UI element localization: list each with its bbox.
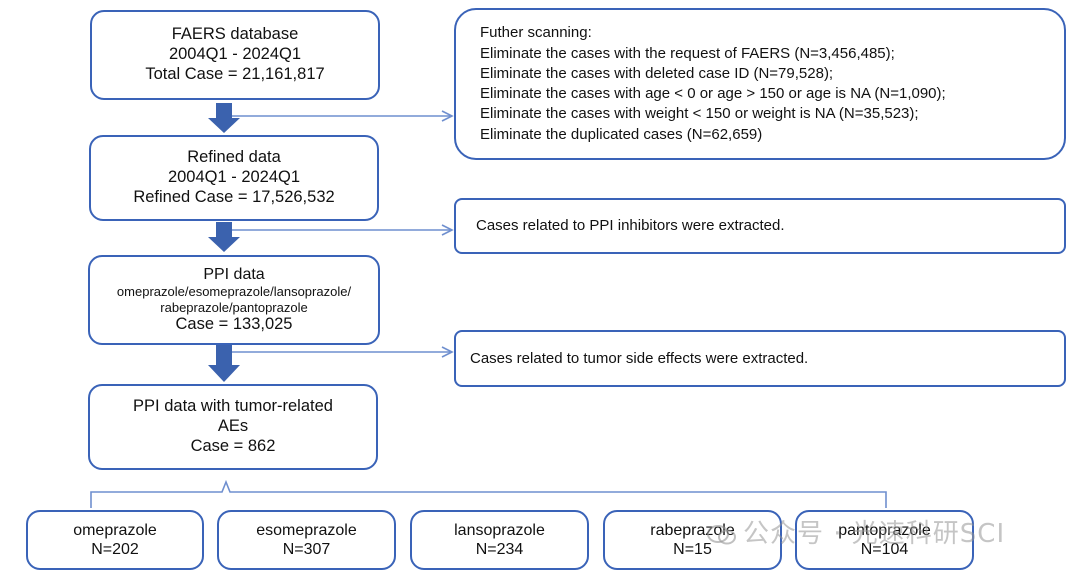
refined-case: Refined Case = 17,526,532 xyxy=(133,187,335,206)
ppi-extraction-text: Cases related to PPI inhibitors were ext… xyxy=(476,217,785,234)
refined-data-box: Refined data 2004Q1 - 2024Q1 Refined Cas… xyxy=(89,135,379,221)
tumor-ae-title: PPI data with tumor-related xyxy=(133,397,333,416)
faers-title: FAERS database xyxy=(171,25,299,44)
down-arrow-2 xyxy=(208,222,240,252)
faers-total-case: Total Case = 21,161,817 xyxy=(145,64,325,83)
faers-database-box: FAERS database 2004Q1 - 2024Q1 Total Cas… xyxy=(90,10,380,100)
scanning-criterion-5: Eliminate the duplicated cases (N=62,659… xyxy=(480,125,763,143)
ppi-drugs-line-1: omeprazole/esomeprazole/lansoprazole/ xyxy=(116,284,352,300)
ppi-drugs-line-2: rabeprazole/pantoprazole xyxy=(160,299,308,315)
tumor-extraction-note: Cases related to tumor side effects were… xyxy=(454,330,1066,387)
further-scanning-box: Futher scanning: Eliminate the cases wit… xyxy=(454,8,1066,160)
drug-count: N=104 xyxy=(860,541,909,558)
faers-period: 2004Q1 - 2024Q1 xyxy=(168,45,302,64)
tumor-ae-case: Case = 862 xyxy=(190,436,276,455)
drug-count: N=15 xyxy=(673,541,712,558)
ppi-data-box: PPI data omeprazole/esomeprazole/lansopr… xyxy=(88,255,380,345)
drug-name: pantoprazole xyxy=(838,521,931,539)
drug-count: N=307 xyxy=(282,541,331,558)
drug-count: N=202 xyxy=(91,541,139,558)
drug-box-lansoprazole: lansoprazole N=234 xyxy=(410,510,589,570)
down-arrow-1 xyxy=(208,103,240,133)
scanning-criterion-2: Eliminate the cases with deleted case ID… xyxy=(480,64,834,82)
tumor-ae-title-cont: AEs xyxy=(217,417,249,436)
drug-name: lansoprazole xyxy=(454,521,545,539)
drug-box-omeprazole: omeprazole N=202 xyxy=(26,510,204,570)
down-arrow-3 xyxy=(208,345,240,382)
drug-box-rabeprazole: rabeprazole N=15 xyxy=(603,510,782,570)
drug-name: omeprazole xyxy=(73,521,157,539)
drug-count: N=234 xyxy=(475,541,524,558)
scanning-heading: Futher scanning: xyxy=(480,24,592,42)
drug-name: esomeprazole xyxy=(256,521,357,539)
refined-period: 2004Q1 - 2024Q1 xyxy=(167,168,301,187)
drug-box-esomeprazole: esomeprazole N=307 xyxy=(217,510,396,570)
tumor-ae-box: PPI data with tumor-related AEs Case = 8… xyxy=(88,384,378,470)
watermark: 公众号 · 光速科研SCI xyxy=(707,513,1005,550)
scanning-criterion-1: Eliminate the cases with the request of … xyxy=(480,44,895,62)
ppi-title: PPI data xyxy=(203,265,265,283)
split-bracket xyxy=(90,479,887,508)
wechat-logo-icon xyxy=(707,524,736,544)
drug-box-pantoprazole: pantoprazole N=104 xyxy=(795,510,974,570)
tumor-extraction-text: Cases related to tumor side effects were… xyxy=(470,349,809,367)
refined-title: Refined data xyxy=(187,148,281,167)
scanning-criterion-4: Eliminate the cases with weight < 150 or… xyxy=(480,105,919,123)
scanning-criterion-3: Eliminate the cases with age < 0 or age … xyxy=(480,85,946,102)
ppi-case: Case = 133,025 xyxy=(175,315,293,334)
watermark-text: 公众号 · 光速科研SCI xyxy=(743,519,1006,549)
ppi-extraction-note: Cases related to PPI inhibitors were ext… xyxy=(454,198,1066,254)
